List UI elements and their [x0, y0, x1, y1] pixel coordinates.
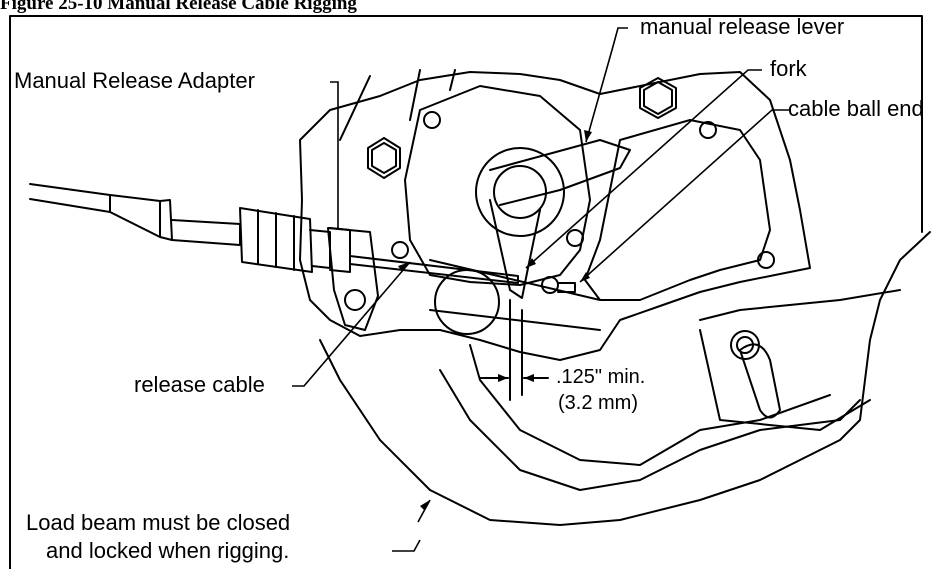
label-fork: fork	[770, 56, 807, 81]
fork-drawing	[489, 199, 541, 299]
leader-cable-ball-end	[579, 109, 790, 283]
diagram-frame	[9, 15, 923, 569]
load-beam	[319, 231, 931, 526]
figure-title: Figure 25-10 Manual Release Cable Riggin…	[0, 0, 357, 14]
hex-bolt-left	[367, 137, 401, 179]
pivot-outer	[475, 147, 565, 237]
note-line-1: Load beam must be closed	[26, 510, 291, 535]
release-adapter-drawing	[327, 227, 379, 331]
latch-slot	[739, 343, 781, 419]
release-cable-drawing	[29, 183, 519, 284]
label-manual-release-lever: manual release lever	[640, 14, 845, 39]
pivot-inner	[493, 165, 547, 219]
leader-manual-release-lever	[585, 27, 628, 143]
cable-ball	[541, 276, 559, 294]
leader-load-beam	[417, 499, 431, 523]
label-manual-release-adapter: Manual Release Adapter	[14, 68, 255, 93]
label-gap-metric: (3.2 mm)	[558, 392, 638, 414]
label-cable-ball-end: cable ball end	[788, 96, 924, 121]
hex-bolt-right	[639, 77, 677, 119]
note-line-2: and locked when rigging.	[46, 538, 290, 563]
leader-manual-release-adapter	[330, 81, 339, 228]
manual-release-lever	[489, 139, 631, 206]
upper-arm	[339, 69, 456, 141]
leader-release-cable	[292, 261, 411, 387]
lock-plate	[404, 85, 591, 286]
adapter-hole	[344, 289, 366, 311]
right-pad	[584, 119, 771, 301]
leader-note	[392, 539, 421, 552]
leader-fork	[525, 69, 762, 269]
nut-right	[730, 330, 760, 360]
label-release-cable: release cable	[134, 372, 265, 397]
housing-outline	[299, 71, 811, 361]
label-gap-dimension: .125" min.	[556, 366, 646, 388]
